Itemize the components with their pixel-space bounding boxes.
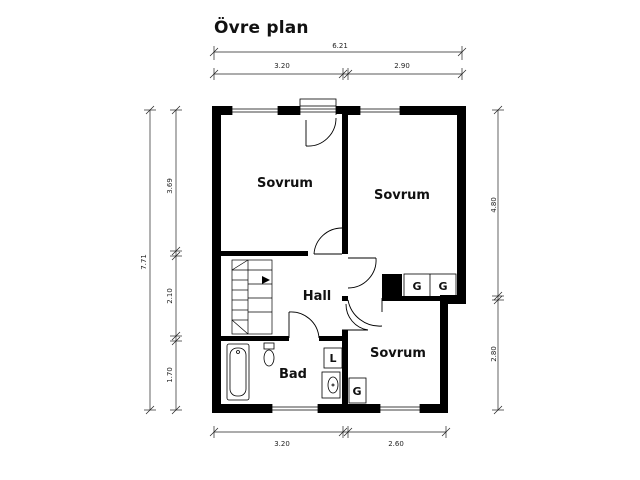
windows — [231, 98, 421, 413]
plan-title: Övre plan — [214, 18, 309, 38]
dim-left-total: 7.71 — [140, 254, 148, 270]
dim-right-upper: 4.80 — [490, 197, 498, 213]
bathtub — [226, 343, 250, 401]
wall-openings — [232, 106, 420, 413]
dim-left-lower: 1.70 — [166, 367, 174, 383]
dim-left-middle: 2.10 — [166, 288, 174, 304]
dim-top-total: 6.21 — [332, 42, 348, 50]
walls — [212, 106, 466, 413]
staircase — [231, 259, 273, 335]
dim-right-lower: 2.80 — [490, 346, 498, 362]
toilet — [263, 342, 275, 367]
room-label-sovrum-2: Sovrum — [374, 188, 430, 203]
dimension-lines — [144, 46, 504, 438]
dim-top-right: 2.90 — [394, 62, 410, 70]
closet-label-l: L — [329, 352, 336, 365]
closet-label-g-3: G — [352, 385, 361, 398]
room-label-sovrum-1: Sovrum — [257, 176, 313, 191]
stair-arrow-icon — [262, 276, 270, 284]
closet-label-g-2: G — [438, 280, 447, 293]
doors — [288, 117, 383, 339]
dim-left-upper: 3.69 — [166, 178, 174, 194]
dim-top-left: 3.20 — [274, 62, 290, 70]
room-label-sovrum-3: Sovrum — [370, 346, 426, 361]
sink — [321, 371, 341, 399]
dim-bottom-right: 2.60 — [388, 440, 404, 448]
closet-label-g-1: G — [412, 280, 421, 293]
room-label-hall: Hall — [303, 289, 332, 304]
dim-bottom-left: 3.20 — [274, 440, 290, 448]
closets — [323, 273, 457, 404]
room-label-bad: Bad — [279, 367, 307, 382]
